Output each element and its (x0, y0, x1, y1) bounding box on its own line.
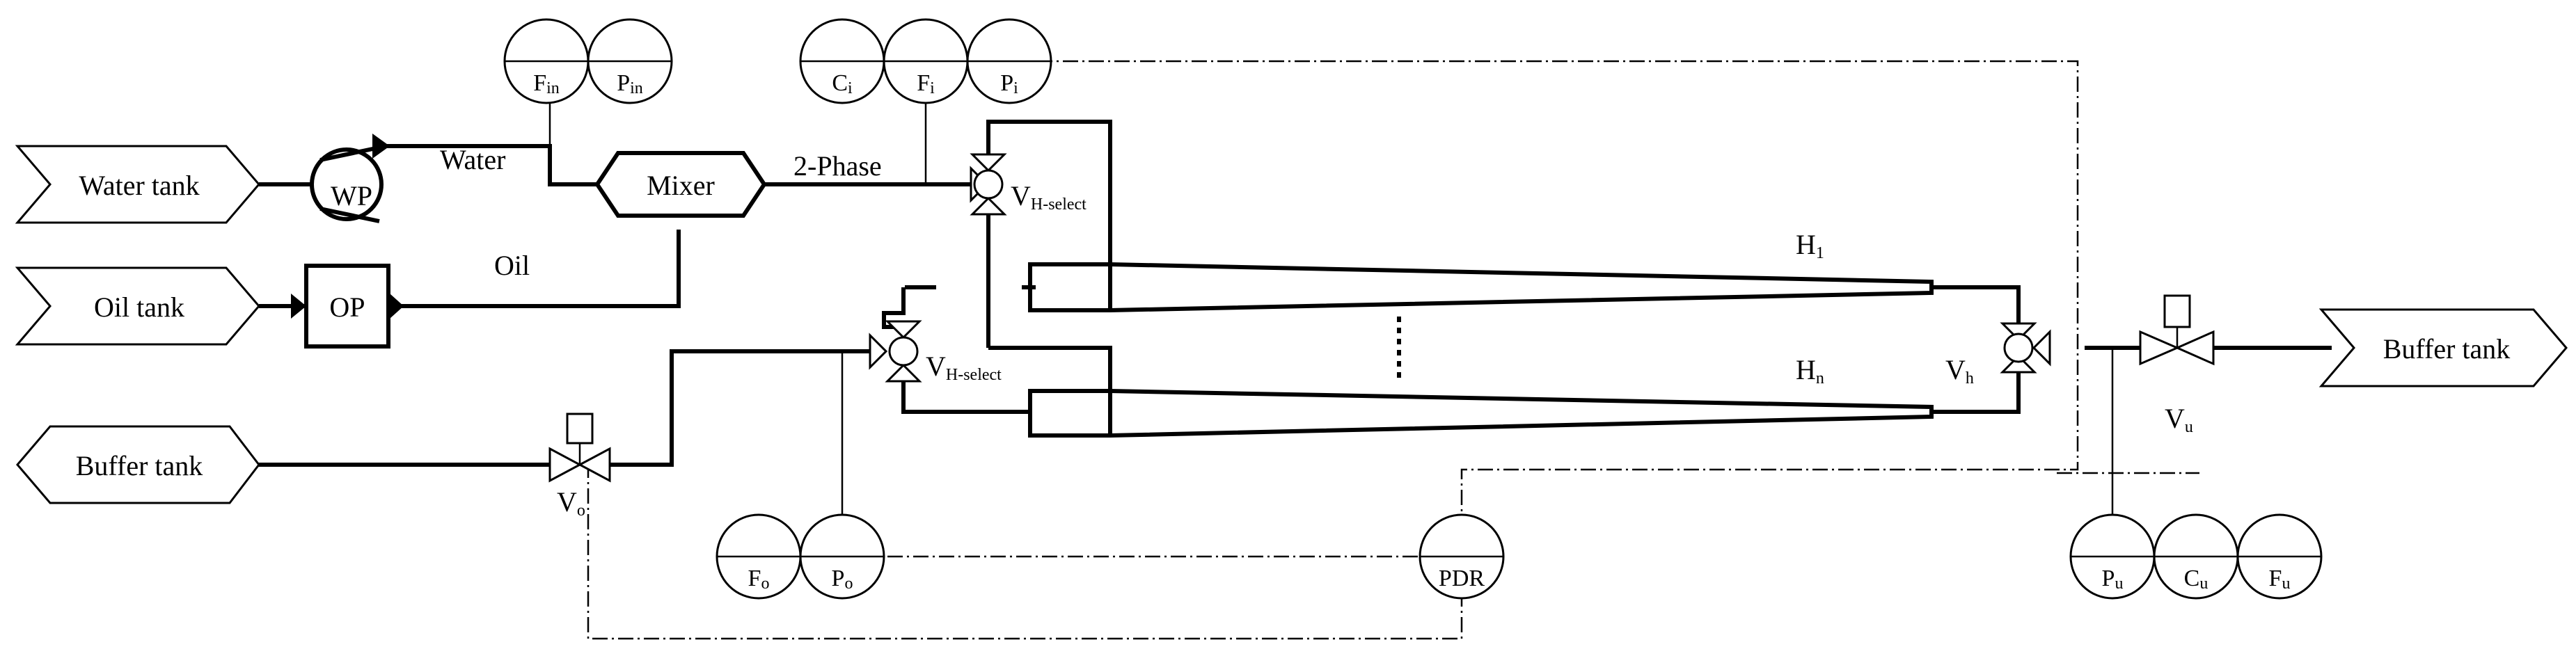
v-h-select-bottom-valve: VH-select (869, 320, 1002, 384)
water-tank: Water tank (15, 145, 260, 224)
pdr-label: PDR (1439, 566, 1485, 591)
hydrocyclone-h1: H1 (1022, 229, 1934, 312)
two-phase-stream-label: 2-Phase (793, 150, 882, 182)
pdr-instrument: PDR (1419, 513, 1505, 600)
p-u-label: Pu (2102, 566, 2124, 593)
inlet-instruments: Fin Pin (503, 18, 673, 104)
mixer-label: Mixer (647, 170, 715, 201)
f-o-label: Fo (748, 566, 770, 593)
buffer-tank-left-label: Buffer tank (76, 450, 203, 481)
hn-label: Hn (1796, 354, 1824, 387)
water-outlet-instruments: Pu Cu Fu (2069, 513, 2323, 600)
v-h-label: Vh (1945, 354, 1974, 387)
v-h-valve: Vh (1945, 322, 2051, 387)
process-pipes (230, 103, 2332, 515)
p-i-label: Pi (1000, 70, 1018, 97)
internal-instruments: Ci Fi Pi (799, 18, 1052, 104)
oil-stream-label: Oil (494, 250, 530, 281)
c-i-label: Ci (832, 70, 853, 97)
v-h-select-bottom-label: VH-select (926, 351, 1002, 384)
h1-label: H1 (1796, 229, 1824, 262)
oil-pump-label: OP (329, 291, 365, 323)
v-h-select-top-label: VH-select (1011, 180, 1086, 214)
v-u-valve: Vu (2139, 294, 2215, 436)
p-o-label: Po (832, 566, 853, 593)
v-h-select-top-valve: VH-select (970, 153, 1086, 216)
v-o-valve: Vo (548, 413, 611, 520)
c-u-label: Cu (2184, 566, 2208, 593)
f-in-label: Fin (533, 70, 560, 97)
signal-lines (587, 60, 2199, 640)
oil-pump: OP (291, 264, 404, 349)
mixer: Mixer (594, 151, 767, 218)
buffer-tank-right: Buffer tank (2318, 308, 2568, 387)
oil-outlet-instruments: Fo Po (716, 513, 885, 600)
buffer-tank-right-label: Buffer tank (2383, 333, 2511, 365)
water-pump-label: WP (331, 180, 372, 211)
water-pump: WP (310, 134, 390, 223)
water-stream-label: Water (440, 144, 506, 175)
p-in-label: Pin (617, 70, 643, 97)
water-tank-label: Water tank (79, 170, 199, 201)
buffer-tank-left: Buffer tank (16, 425, 260, 504)
oil-tank: Oil tank (15, 266, 260, 346)
v-o-label: Vo (557, 486, 585, 520)
v-u-label: Vu (2165, 403, 2193, 436)
oil-tank-label: Oil tank (94, 291, 184, 323)
hydrocyclone-hn: Hn (1028, 354, 1934, 438)
f-u-label: Fu (2269, 566, 2291, 593)
f-i-label: Fi (917, 70, 935, 97)
